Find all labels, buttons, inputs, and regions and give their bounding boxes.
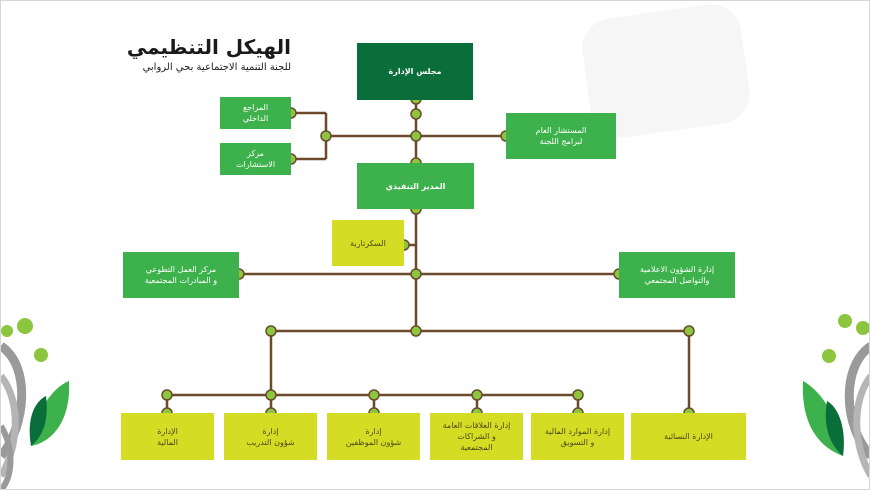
employees-dept-box: إدارة شؤون الموظفين — [327, 413, 420, 460]
financial-resources-dept-label: إدارة الموارد المالية و التسويق — [544, 426, 611, 447]
volunteer-center-box: مركز العمل التطوعي و المبادرات المجتمعية — [123, 252, 239, 298]
training-dept-box: إدارة شؤون التدريب — [224, 413, 317, 460]
public-relations-dept-box: إدارة العلاقات العامة و الشراكات المجتمع… — [430, 413, 523, 460]
right-leaf-ornament-icon — [802, 314, 869, 478]
internal-audit-box: المراجع الداخلي — [220, 97, 291, 129]
media-affairs-box: إدارة الشؤون الاعلامية والتواصل المجتمعي — [619, 252, 735, 298]
executive-director-box: المدير التنفيذي — [357, 163, 474, 209]
consulting-center-box: مركز الاستشارات — [220, 143, 291, 175]
secretariat-box: السكرتارية — [332, 220, 404, 266]
consulting-center-label: مركز الاستشارات — [235, 149, 276, 169]
employees-dept-label: إدارة شؤون الموظفين — [345, 426, 402, 447]
public-relations-dept-label: إدارة العلاقات العامة و الشراكات المجتمع… — [442, 421, 511, 452]
general-advisor-box: المستشار العام لبرامج اللجنة — [506, 113, 616, 159]
executive-director-label: المدير التنفيذي — [385, 181, 446, 191]
internal-audit-label: المراجع الداخلي — [242, 103, 269, 123]
page-title: الهيكل التنظيمي — [126, 35, 291, 59]
board-of-directors-label: مجلس الإدارة — [388, 67, 442, 76]
women-dept-label: الإدارة النسائية — [664, 432, 713, 441]
finance-dept-box: الإدارة المالية — [121, 413, 214, 460]
general-advisor-label: المستشار العام لبرامج اللجنة — [535, 126, 587, 146]
media-affairs-label: إدارة الشؤون الاعلامية والتواصل المجتمعي — [639, 265, 715, 285]
training-dept-label: إدارة شؤون التدريب — [246, 426, 295, 447]
volunteer-center-label: مركز العمل التطوعي و المبادرات المجتمعية — [144, 265, 218, 285]
secretariat-label: السكرتارية — [350, 238, 386, 248]
page-subtitle: للجنة التنمية الاجتماعية بحي الروابي — [142, 62, 291, 73]
left-leaf-ornament-icon — [1, 318, 70, 489]
finance-dept-label: الإدارة المالية — [157, 426, 178, 447]
women-dept-box: الإدارة النسائية — [631, 413, 746, 460]
financial-resources-dept-box: إدارة الموارد المالية و التسويق — [531, 413, 624, 460]
board-of-directors-box: مجلس الإدارة — [357, 43, 473, 100]
